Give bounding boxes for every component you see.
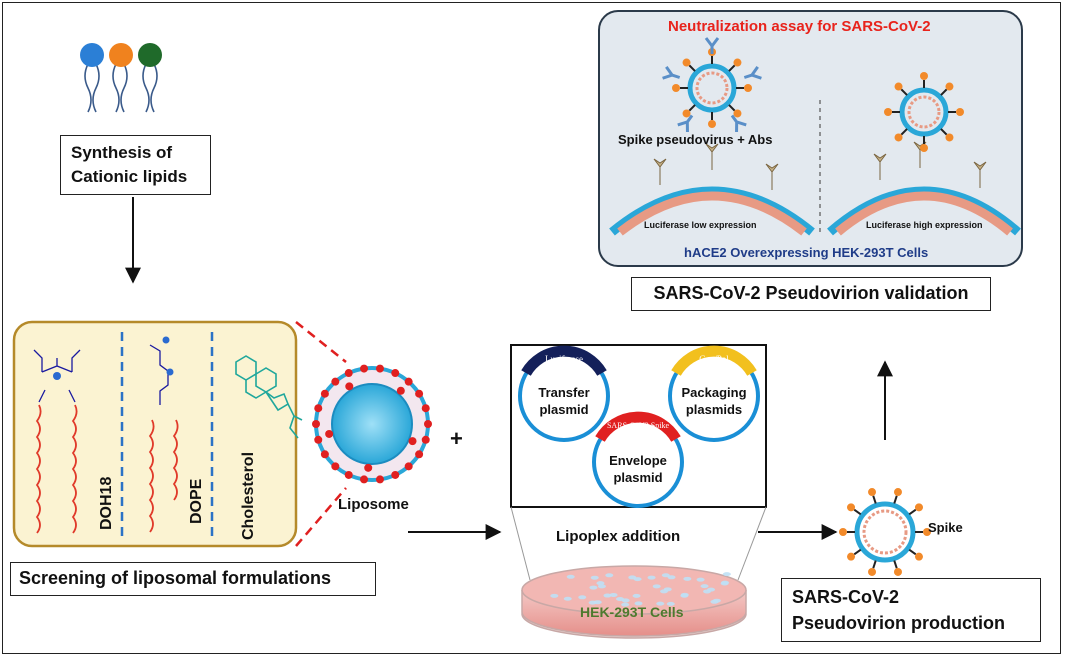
- lipid-head-blue: [80, 43, 104, 67]
- production-box: SARS-CoV-2 Pseudovirion production: [781, 578, 1041, 642]
- cells-label: HEK-293T Cells: [580, 604, 683, 620]
- lipid-head-green: [138, 43, 162, 67]
- cell-culture-dish: [522, 566, 746, 638]
- transfer-plasmid-tag: Luciferase: [538, 354, 590, 364]
- plus-sign: +: [450, 426, 463, 452]
- envelope-plasmid-tag: SARS-CoV2 Spike: [600, 421, 676, 430]
- packaging-plasmid-tag: Gag/Pol: [690, 354, 738, 364]
- validation-box: SARS-CoV-2 Pseudovirion validation: [631, 277, 991, 311]
- production-line2: Pseudovirion production: [792, 610, 1030, 636]
- liposome-label: Liposome: [338, 496, 409, 513]
- antibody-bound-virion: [663, 38, 762, 132]
- lipid-label-cholesterol: Cholesterol: [240, 452, 258, 540]
- pseudovirion-graphic: [839, 488, 931, 576]
- screening-box: Screening of liposomal formulations: [10, 562, 376, 596]
- production-line1: SARS-CoV-2: [792, 584, 1030, 610]
- synthesis-line2: Cationic lipids: [71, 165, 200, 189]
- lipid-label-doh18: DOH18: [98, 460, 116, 530]
- envelope-plasmid-label: Envelope plasmid: [604, 452, 672, 486]
- packaging-plasmid-label: Packaging plasmids: [678, 384, 750, 418]
- lipid-label-dope: DOPE: [188, 479, 206, 524]
- liposome-graphic: [312, 365, 432, 484]
- assay-high-label: Luciferase high expression: [866, 220, 983, 230]
- cationic-lipid-heads: [80, 43, 162, 112]
- assay-virus-label: Spike pseudovirus + Abs: [618, 132, 772, 147]
- lipoplex-label: Lipoplex addition: [556, 528, 680, 545]
- lipid-head-orange: [109, 43, 133, 67]
- assay-cells-label: hACE2 Overexpressing HEK-293T Cells: [684, 245, 928, 260]
- synthesis-line1: Synthesis of: [71, 141, 200, 165]
- transfer-plasmid-label: Transfer plasmid: [532, 384, 596, 418]
- assay-title: Neutralization assay for SARS-CoV-2: [668, 18, 931, 35]
- spike-label: Spike: [928, 520, 963, 535]
- assay-low-label: Luciferase low expression: [644, 220, 757, 230]
- synthesis-box: Synthesis of Cationic lipids: [60, 135, 211, 195]
- free-virion: [884, 72, 964, 152]
